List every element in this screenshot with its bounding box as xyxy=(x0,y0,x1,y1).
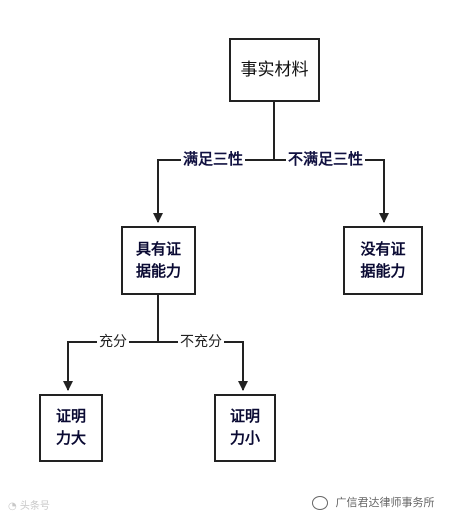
connector-not-meets-three xyxy=(274,159,389,223)
node-no-evidence-label: 没有证 据能力 xyxy=(360,239,406,280)
edge-label-not-meets-three: 不满足三性 xyxy=(286,150,366,168)
watermark-left-text: 头条号 xyxy=(19,501,50,512)
wechat-icon xyxy=(312,496,328,510)
edge-label-sufficient: 充分 xyxy=(97,334,129,350)
node-strong-proof-label: 证明 力大 xyxy=(55,407,86,447)
node-root: 事实材料 xyxy=(229,38,320,102)
watermark-right-text: 广信君达律师事务所 xyxy=(335,496,435,509)
node-strong-proof: 证明 力大 xyxy=(39,394,103,462)
watermark-right: 广信君达律师事务所 xyxy=(312,494,435,510)
node-weak-proof: 证明 力小 xyxy=(214,394,276,462)
connector-meets-three xyxy=(153,159,274,223)
node-root-label: 事实材料 xyxy=(240,59,309,80)
edge-label-insufficient: 不充分 xyxy=(178,334,224,350)
watermark-left: ◔ 头条号 xyxy=(8,497,50,512)
node-no-evidence: 没有证 据能力 xyxy=(343,226,423,295)
edge-label-meets-three: 满足三性 xyxy=(181,150,246,168)
node-has-evidence-label: 具有证 据能力 xyxy=(135,239,181,280)
node-weak-proof-label: 证明 力小 xyxy=(229,407,260,447)
toutiao-icon: ◔ xyxy=(8,501,17,512)
node-has-evidence: 具有证 据能力 xyxy=(121,226,196,295)
